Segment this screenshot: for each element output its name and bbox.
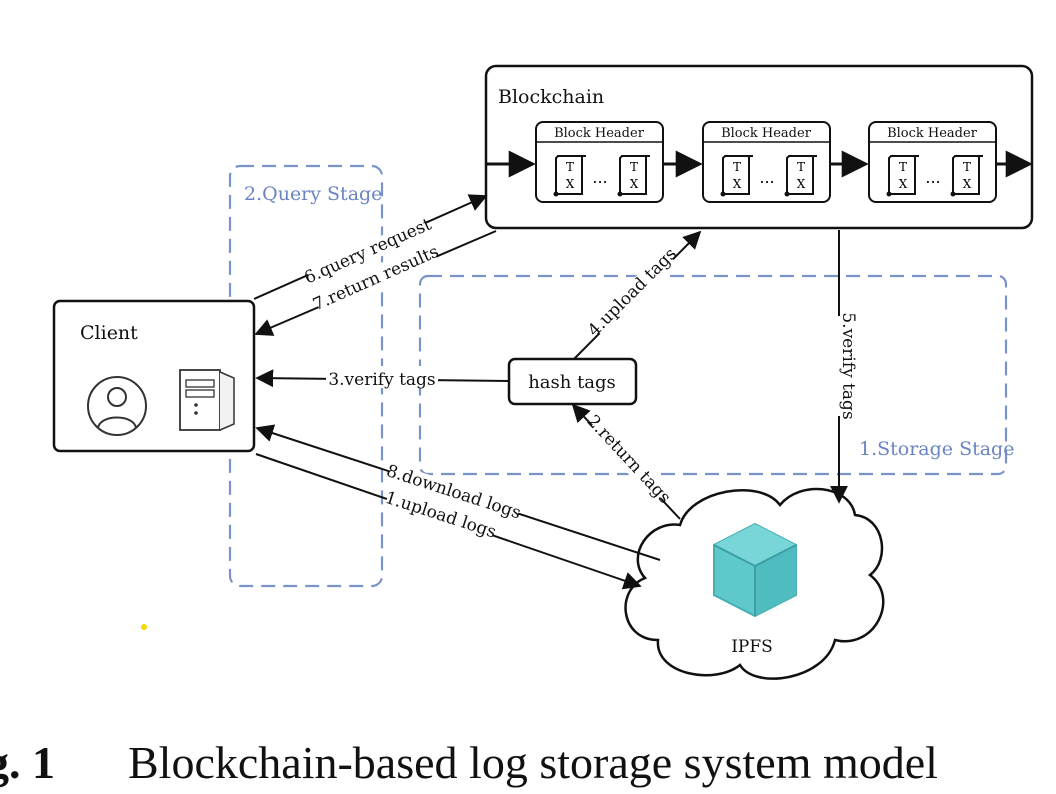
tx-scroll-icon: T X: [784, 155, 817, 197]
block-2: Block Header T X ... T X: [702, 121, 831, 203]
svg-text:T: T: [797, 160, 805, 174]
svg-text:T: T: [963, 160, 971, 174]
storage-stage-label: 1.Storage Stage: [859, 438, 1014, 460]
svg-text:X: X: [797, 177, 806, 191]
figure-title: Blockchain-based log storage system mode…: [128, 737, 938, 788]
svg-text:T: T: [899, 160, 907, 174]
query-stage-label: 2.Query Stage: [244, 183, 382, 205]
svg-text:X: X: [733, 177, 742, 191]
tx-scroll-icon: T X: [720, 155, 753, 197]
block-header-label: Block Header: [887, 126, 978, 141]
svg-text:T: T: [566, 160, 574, 174]
client-title: Client: [80, 322, 138, 344]
figure-number: g. 1: [0, 737, 55, 788]
figure-caption: g. 1 Blockchain-based log storage system…: [0, 728, 1056, 794]
svg-text:T: T: [733, 160, 741, 174]
block-header-label: Block Header: [721, 126, 812, 141]
svg-text:X: X: [963, 177, 972, 191]
ipfs-label: IPFS: [731, 637, 773, 657]
storage-stage-region: [418, 274, 1008, 476]
user-avatar-icon: [87, 376, 147, 436]
svg-text:T: T: [630, 160, 638, 174]
blockchain-title: Blockchain: [498, 86, 604, 108]
hash-tags-box: hash tags: [507, 357, 638, 406]
svg-text:X: X: [566, 177, 575, 191]
block-header-label: Block Header: [554, 126, 645, 141]
ipfs-cloud: IPFS: [624, 487, 885, 680]
block-3: Block Header T X ... T X: [868, 121, 997, 203]
hash-tags-label: hash tags: [528, 372, 616, 393]
label-return-tags: 2.return tags: [583, 411, 675, 507]
tx-scroll-icon: T X: [617, 155, 650, 197]
client-box: Client: [52, 299, 256, 453]
label-verify-tags-ipfs: 5.verify tags: [838, 312, 858, 419]
tx-scroll-icon: T X: [886, 155, 919, 197]
tx-scroll-icon: T X: [950, 155, 983, 197]
svg-text:X: X: [899, 177, 908, 191]
cube-icon: [713, 522, 797, 618]
block-1: Block Header T X ... T X: [535, 121, 664, 203]
server-icon: [179, 369, 235, 431]
label-upload-tags: 4.upload tags: [584, 244, 681, 341]
tx-ellipsis: ...: [759, 168, 774, 187]
marker-dot: [141, 624, 147, 630]
svg-text:X: X: [630, 177, 639, 191]
tx-ellipsis: ...: [592, 168, 607, 187]
tx-scroll-icon: T X: [553, 155, 586, 197]
tx-ellipsis: ...: [925, 168, 940, 187]
label-verify-tags-client: 3.verify tags: [328, 370, 435, 390]
